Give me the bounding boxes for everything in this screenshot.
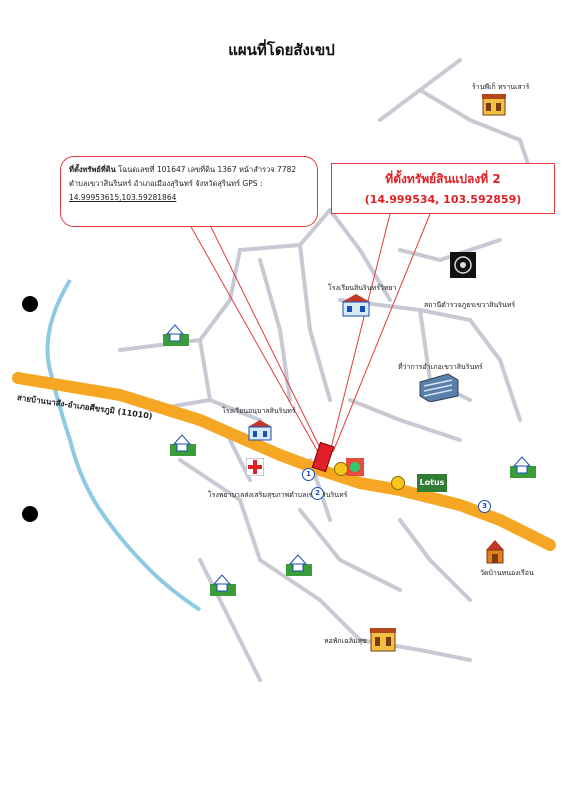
school-icon xyxy=(342,294,370,317)
police-label: สถานีตำรวจภูธรเขวาสินรินทร์ xyxy=(424,301,516,309)
parcel-line2: ตำบลเขวาสินรินทร์ อำเภอเมืองสุรินทร์ จัง… xyxy=(69,179,263,188)
housing-icon xyxy=(210,574,236,596)
yellow-marker xyxy=(334,462,348,476)
binder-hole-bottom xyxy=(22,506,38,522)
housing-icon xyxy=(286,554,312,576)
road-marker-1: 1 xyxy=(302,468,315,481)
pointer-lines xyxy=(189,213,431,453)
page-title: แผนที่โดยสังเขป xyxy=(228,41,335,59)
police-icon xyxy=(450,252,476,278)
office-building-icon xyxy=(419,373,459,402)
road-marker-3: 3 xyxy=(478,500,491,513)
store-icon xyxy=(346,458,364,476)
housing-icon xyxy=(170,434,196,456)
main-road xyxy=(12,372,556,551)
property-callout: ที่ตั้งทรัพย์สินแปลงที่ 2 (14.999534, 10… xyxy=(331,163,555,214)
shop-icon xyxy=(482,94,506,116)
district-office-label: ที่ว่าการอำเภอเขวาสินรินทร์ xyxy=(398,363,483,371)
school-b-icon xyxy=(248,420,272,441)
yellow-marker xyxy=(391,476,405,490)
temple-icon xyxy=(486,540,504,564)
parcel-callout: ที่ตั้งทรัพย์ที่ดิน โฉนดเลขที่ 101647 เล… xyxy=(60,156,318,227)
housing-icon xyxy=(510,456,536,478)
lotus-logo: Lotus xyxy=(417,474,447,492)
parcel-gps: 14.99953615,103.59281864 xyxy=(69,193,177,202)
lodging-label: หอพักเฉลิมสุข xyxy=(324,637,367,645)
school-a-label: โรงเรียนสินรินทร์วิทยา xyxy=(328,284,397,292)
property-highlight xyxy=(311,441,335,473)
parcel-line1: โฉนดเลขที่ 101647 เลขที่ดิน 1367 หน้าสำร… xyxy=(118,165,297,174)
hospital-icon xyxy=(246,458,264,476)
school-b-label: โรงเรียนอนุบาลสินรินทร์ xyxy=(222,407,296,415)
river xyxy=(45,278,202,612)
property-coords: (14.999534, 103.592859) xyxy=(364,193,522,206)
temple-label: วัดบ้านหนองเรือน xyxy=(480,569,534,577)
shop-label: ร้านพีเก็ ทรานเสาร์ xyxy=(472,83,530,91)
road-marker-2: 2 xyxy=(311,487,324,500)
property-title: ที่ตั้งทรัพย์สินแปลงที่ 2 xyxy=(385,172,501,186)
dormitory-icon xyxy=(370,628,396,652)
parcel-heading: ที่ตั้งทรัพย์ที่ดิน xyxy=(69,165,116,174)
binder-hole-top xyxy=(22,296,38,312)
housing-icon xyxy=(163,324,189,346)
hospital-label: โรงพยาบาลส่งเสริมสุขภาพตำบลเขวาสินรินทร์ xyxy=(208,491,348,499)
